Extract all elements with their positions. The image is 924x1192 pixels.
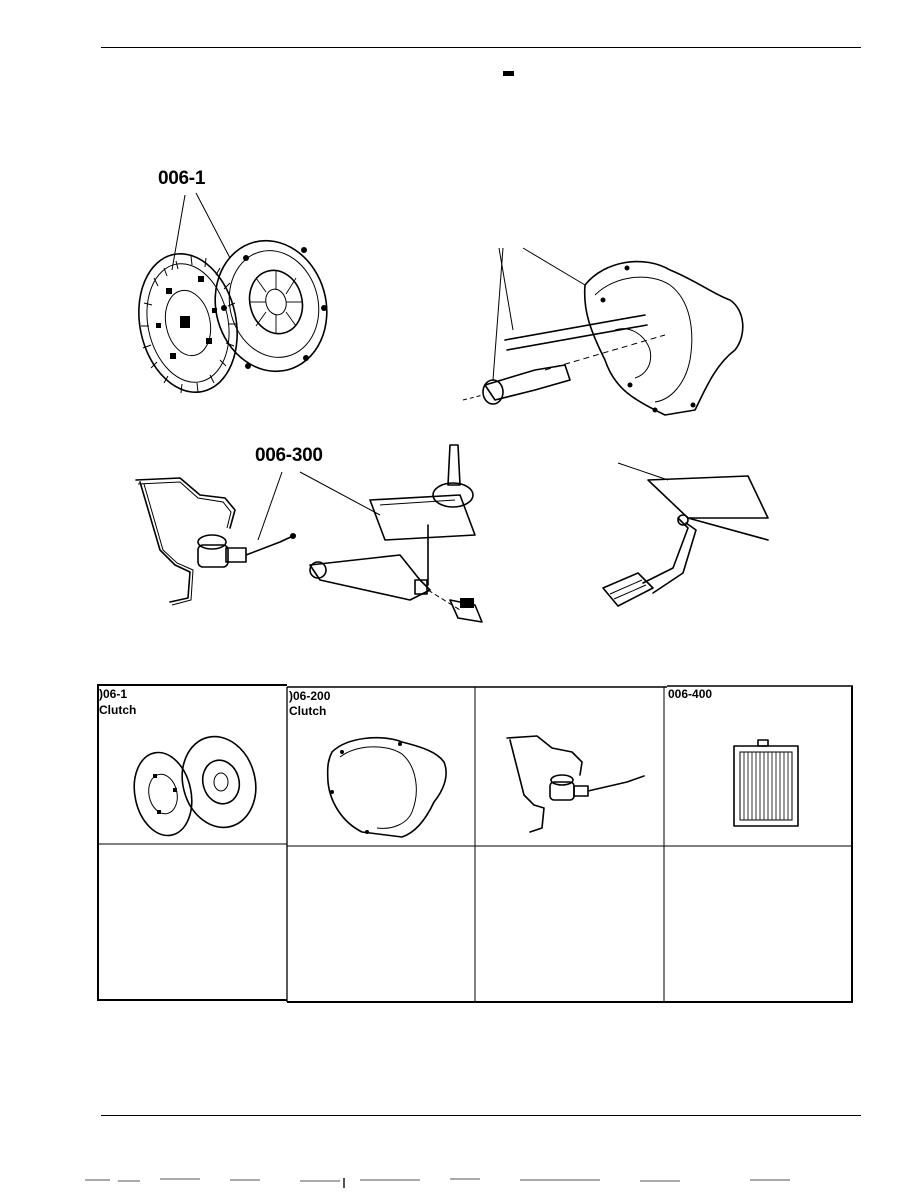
shifter-icon (309, 444, 483, 623)
catalog-table: )06-1 Clutch )06-200 Clutch 006-400 (97, 684, 853, 1003)
clutch-kit-thumb-icon (133, 735, 257, 837)
pedal-icon (602, 462, 769, 607)
hydraulic-line-thumb-icon (506, 735, 645, 833)
table-cell-4-code: 006-400 (668, 687, 713, 701)
bellhousing-thumb-icon (326, 736, 447, 838)
table-cell-1-code: )06-1 (99, 687, 128, 701)
table-lines (97, 684, 853, 1003)
table-cell-1-name: Clutch (99, 703, 137, 717)
bellhousing-icon (462, 247, 744, 416)
clutch-disc-icon (138, 239, 328, 394)
callout-clutch-set: 006-1 (158, 168, 206, 189)
radiator-icon (733, 739, 799, 827)
header-rule (101, 47, 861, 48)
leader-lines-clutch (171, 192, 231, 271)
header-mark (503, 71, 514, 76)
leader-lines-hydraulics (257, 471, 381, 541)
footer-rule (101, 1115, 861, 1116)
table-cell-2-name: Clutch (289, 704, 327, 718)
scan-noise (85, 1178, 790, 1188)
callout-hydraulics: 006-300 (255, 445, 323, 466)
master-cylinder-icon (135, 477, 296, 606)
table-cell-2-code: )06-200 (289, 689, 331, 703)
